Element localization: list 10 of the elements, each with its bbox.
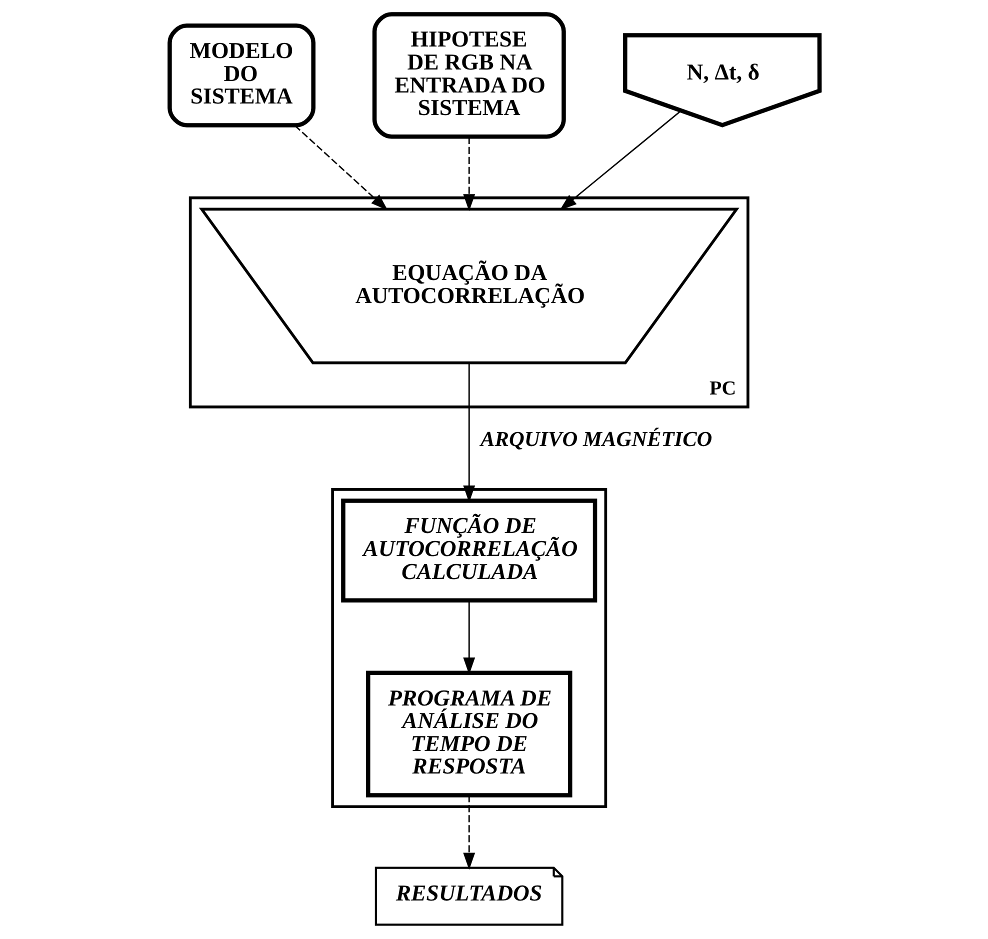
edge-label: ARQUIVO MAGNÉTICO [480, 427, 712, 452]
node-box: HIPOTESE DE RGB NA ENTRADA DO SISTEMA [372, 12, 566, 139]
node-box: MODELO DO SISTEMA [167, 24, 315, 128]
cluster [330, 488, 607, 808]
node-box: PROGRAMA DE ANÁLISE DO TEMPO DE RESPOSTA [366, 670, 572, 798]
arrow [462, 795, 475, 870]
arrow [559, 110, 682, 210]
arrow [462, 136, 475, 212]
node-box: FUNÇÃO DE AUTOCORRELAÇÃO CALCULADA [340, 498, 597, 602]
arrow [294, 125, 388, 210]
